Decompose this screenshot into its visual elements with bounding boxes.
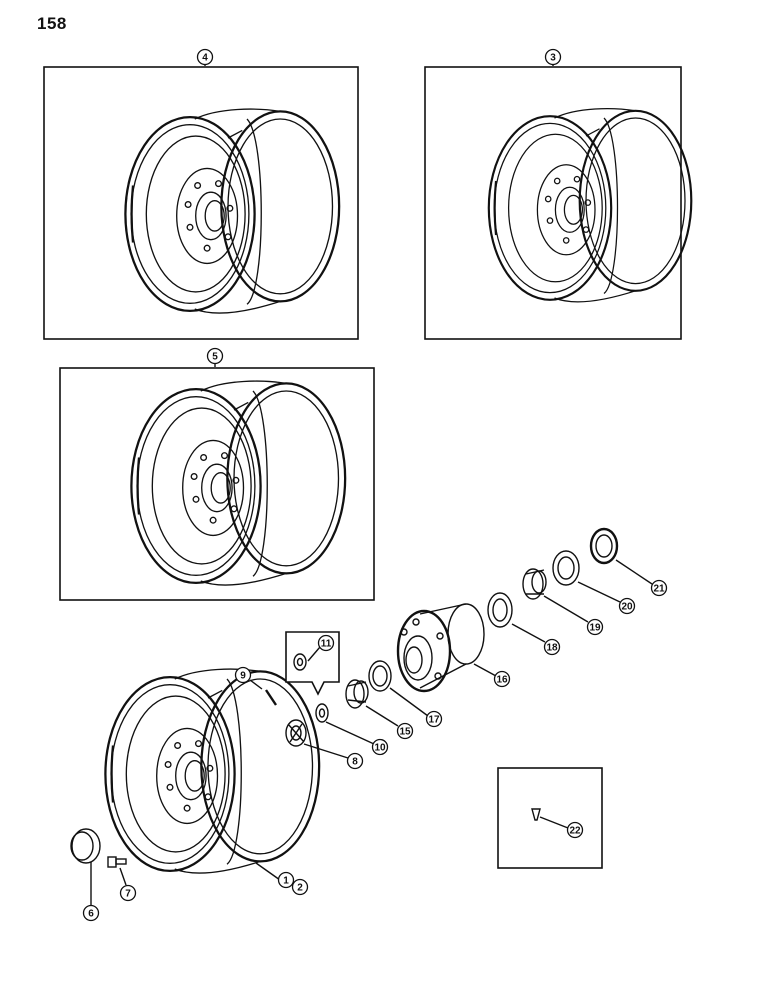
cotter-pin-part [265, 689, 277, 706]
callout-label: 16 [496, 675, 508, 686]
rim-illustration [104, 667, 321, 875]
callout-nut: 8 [346, 752, 364, 770]
seal-part [589, 527, 619, 565]
callout-label: 5 [212, 352, 218, 363]
callout-label: 17 [428, 715, 440, 726]
callout-label: 20 [621, 602, 633, 613]
callout-label: 11 [321, 639, 332, 650]
callout-label: 8 [352, 757, 358, 768]
wheel-3-frame [424, 66, 682, 340]
callout-label: 3 [550, 53, 556, 64]
callout-label: 10 [374, 743, 386, 754]
callout-seal: 21 [650, 579, 668, 597]
hub-cap-part [70, 828, 101, 864]
bearing-cone-outer-part [345, 679, 369, 709]
callout-washer-detail: 11 [317, 634, 335, 652]
bearing-cup-inner-part [487, 592, 513, 628]
page-number: 158 [37, 14, 67, 33]
callout-wheel-4: 4 [196, 48, 214, 66]
callout-label: 19 [589, 623, 601, 634]
callout-bolt: 7 [119, 884, 137, 902]
callout-bearing-cone-outer: 15 [396, 722, 414, 740]
callout-label: 21 [653, 584, 665, 595]
callout-cotter-pin: 9 [234, 666, 252, 684]
wheel-4-panel: 4 [43, 48, 359, 340]
callout-label: 18 [546, 643, 558, 654]
callout-rim: 1 [277, 871, 295, 889]
callout-label: 6 [88, 909, 94, 920]
callout-label: 15 [399, 727, 411, 738]
callout-cap: 6 [82, 904, 100, 922]
callout-washer: 10 [371, 738, 389, 756]
callout-label: 2 [297, 883, 303, 894]
callout-bearing-cup-inner: 18 [543, 638, 561, 656]
bearing-cone-inner-part [522, 568, 547, 600]
callout-label: 22 [569, 826, 581, 837]
bolt-part [107, 856, 127, 868]
leader-lines [90, 559, 653, 905]
callout-bearing-cone-inner: 19 [586, 618, 604, 636]
wheel-5-panel: 5 [59, 347, 375, 601]
valve-stem-panel [497, 767, 603, 869]
hub-part [396, 603, 485, 693]
bearing-cup-outer-part [368, 660, 392, 692]
nut-part [285, 719, 307, 747]
callout-wheel-5: 5 [206, 347, 224, 365]
callout-wheel-3: 3 [544, 48, 562, 66]
callout-hub: 16 [493, 670, 511, 688]
callout-seal-ring: 20 [618, 597, 636, 615]
callout-label: 9 [240, 671, 246, 682]
callout-valve-stem: 22 [566, 821, 584, 839]
callout-bearing-cup-outer: 17 [425, 710, 443, 728]
callout-label: 7 [125, 889, 131, 900]
callout-rim-alt: 2 [291, 878, 309, 896]
wheel-5-frame [59, 367, 375, 601]
callout-label: 1 [283, 876, 289, 887]
washer-part [315, 703, 329, 723]
wheel-4-frame [43, 66, 359, 340]
wheel-3-panel: 3 [424, 48, 693, 340]
seal-ring-part [552, 550, 580, 586]
callout-label: 4 [202, 53, 208, 64]
